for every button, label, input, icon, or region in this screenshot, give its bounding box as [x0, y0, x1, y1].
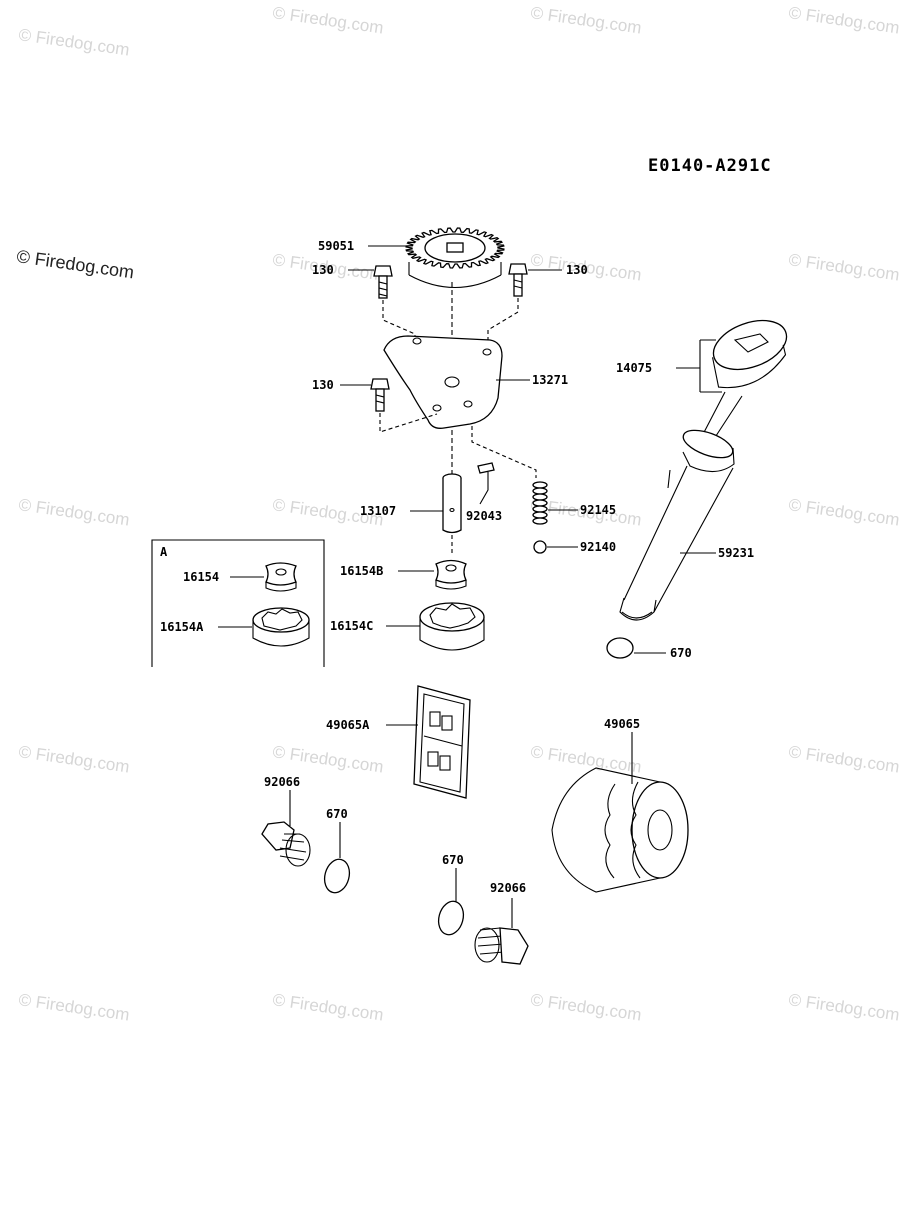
inner-rotor-part	[435, 559, 467, 590]
label-13107: 13107	[360, 504, 396, 518]
label-16154: 16154	[183, 570, 219, 584]
watermark: © Firedog.com	[17, 495, 130, 529]
watermark-dark: © Firedog.com	[15, 246, 135, 282]
label-130-top-left: 130	[312, 263, 334, 277]
bolt-part	[370, 378, 390, 412]
watermark: © Firedog.com	[17, 742, 130, 776]
bolt-part	[373, 265, 393, 299]
watermark: © Firedog.com	[787, 495, 900, 529]
ball-part	[533, 540, 547, 554]
label-49065A: 49065A	[326, 718, 370, 732]
outer-rotor-part	[252, 607, 310, 647]
diagram-code: E0140-A291C	[648, 156, 772, 176]
watermark: © Firedog.com	[787, 742, 900, 776]
spring-part	[532, 481, 548, 525]
watermark: © Firedog.com	[17, 990, 130, 1024]
label-92145: 92145	[580, 503, 616, 517]
drain-plug-part	[261, 821, 311, 867]
watermark: © Firedog.com	[17, 25, 130, 59]
label-670-tube: 670	[670, 646, 692, 660]
label-16154B: 16154B	[340, 564, 383, 578]
label-13271: 13271	[532, 373, 568, 387]
watermark: © Firedog.com	[529, 990, 642, 1024]
label-670-center: 670	[442, 853, 464, 867]
watermark: © Firedog.com	[787, 3, 900, 37]
dipstick-part	[699, 319, 788, 443]
watermark: © Firedog.com	[271, 990, 384, 1024]
gear-part	[405, 227, 505, 288]
label-14075: 14075	[616, 361, 652, 375]
label-92066-left: 92066	[264, 775, 300, 789]
watermark: © Firedog.com	[271, 742, 384, 776]
inset-label: A	[160, 545, 168, 559]
label-670-left: 670	[326, 807, 348, 821]
shaft-part	[442, 473, 462, 534]
inner-rotor-part	[265, 562, 297, 592]
tube-part	[619, 429, 735, 621]
watermark: © Firedog.com	[271, 3, 384, 37]
plate-part	[383, 335, 503, 429]
watermark: © Firedog.com	[529, 742, 642, 776]
bolt-part	[508, 263, 528, 297]
drain-plug-part	[474, 927, 529, 965]
o-ring-part	[606, 637, 634, 659]
label-16154C: 16154C	[330, 619, 373, 633]
watermark: © Firedog.com	[529, 3, 642, 37]
outer-rotor-part	[419, 602, 485, 651]
watermark: © Firedog.com	[787, 250, 900, 284]
label-16154A: 16154A	[160, 620, 204, 634]
inset-box: A 16154 16154A	[151, 539, 325, 667]
o-ring-part	[437, 900, 465, 936]
oil-filter-part	[551, 767, 689, 893]
label-49065: 49065	[604, 717, 640, 731]
pin-part	[477, 462, 495, 474]
label-130-left: 130	[312, 378, 334, 392]
o-ring-part	[323, 858, 351, 894]
strainer-part	[413, 685, 471, 799]
label-130-top-right: 130	[566, 263, 588, 277]
label-92066-center: 92066	[490, 881, 526, 895]
label-92043: 92043	[466, 509, 502, 523]
label-59231: 59231	[718, 546, 754, 560]
watermark: © Firedog.com	[787, 990, 900, 1024]
label-92140: 92140	[580, 540, 616, 554]
label-59051: 59051	[318, 239, 354, 253]
